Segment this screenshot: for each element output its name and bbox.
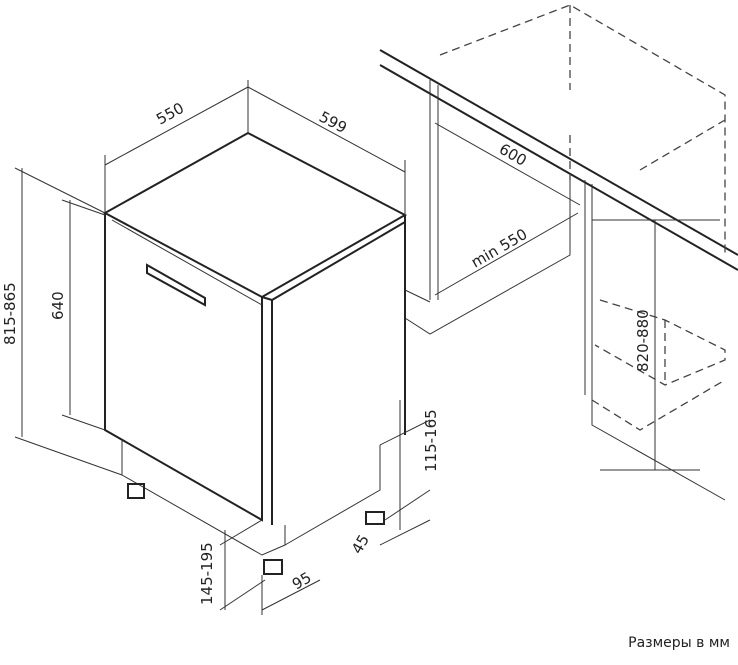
rear-right-foot xyxy=(365,511,385,525)
door-handle xyxy=(146,263,206,307)
door-height-label: 640 xyxy=(49,291,67,320)
rear-leg-offset-label: 45 xyxy=(348,531,373,557)
front-plinth-offset-label: 95 xyxy=(289,568,315,593)
depth-label: 550 xyxy=(153,99,187,129)
rear-leg-height-label: 115-165 xyxy=(422,409,440,472)
cabinet-niche xyxy=(379,4,738,501)
front-left-foot xyxy=(127,483,145,499)
dishwasher-body xyxy=(102,131,408,575)
front-plinth-height-label: 145-195 xyxy=(198,542,216,605)
total-height-label: 815-865 xyxy=(1,282,19,345)
niche-height-label: 820-880 xyxy=(634,309,652,372)
units-caption: Размеры в мм xyxy=(628,635,730,651)
front-right-foot xyxy=(263,559,283,575)
niche-width-label: min 550 xyxy=(468,225,530,271)
dimension-lines xyxy=(14,80,720,615)
niche-depth-label: 600 xyxy=(496,140,530,170)
